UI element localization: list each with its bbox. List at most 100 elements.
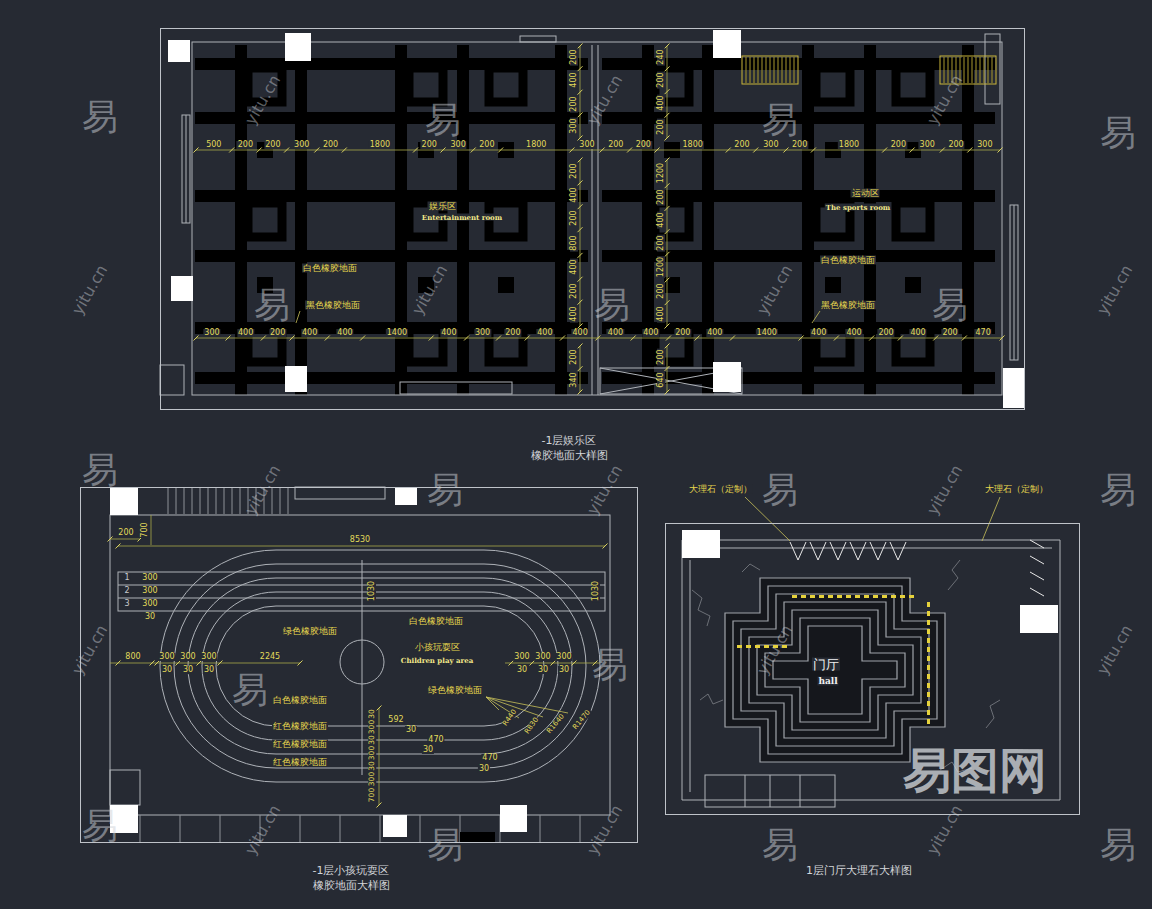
inlay-mark bbox=[891, 595, 896, 598]
dimension-text: 30 bbox=[405, 726, 417, 734]
dimension-tick bbox=[753, 148, 758, 153]
wall-lines bbox=[598, 45, 599, 395]
drawing-panel: -1层小孩玩耍区橡胶地面大样图 bbox=[80, 487, 638, 843]
dimension-tick bbox=[655, 148, 660, 153]
hatch-line bbox=[272, 488, 273, 514]
dimension-tick bbox=[578, 277, 583, 282]
black-band bbox=[555, 45, 567, 395]
hatch-line bbox=[200, 488, 201, 514]
maze-ring bbox=[765, 618, 905, 722]
dimension-tick bbox=[578, 90, 583, 95]
dimension-text: 30 bbox=[537, 666, 549, 674]
room-name-en: Entertainment room bbox=[421, 214, 503, 221]
dimension-tick bbox=[595, 336, 600, 341]
dimension-tick bbox=[176, 661, 181, 666]
hatch-line bbox=[972, 57, 973, 83]
inlay-mark bbox=[927, 656, 930, 661]
dimension-tick bbox=[261, 336, 266, 341]
dimension-text: 200 bbox=[657, 349, 665, 366]
dimension-tick bbox=[593, 661, 598, 666]
marble-trim bbox=[790, 542, 906, 560]
watermark: 易 bbox=[427, 472, 463, 508]
black-square bbox=[816, 328, 850, 362]
radius-text: R440 bbox=[501, 708, 518, 729]
material-label: 绿色橡胶地面 bbox=[282, 627, 338, 636]
dimension-text: 30 bbox=[368, 760, 376, 772]
dimension-text: 240 bbox=[657, 49, 665, 66]
dimension-text: 30 bbox=[368, 734, 376, 746]
dimension-tick bbox=[665, 252, 670, 257]
column-blocks bbox=[1020, 605, 1058, 633]
material-label: 白色橡胶地面 bbox=[820, 256, 876, 265]
dimension-line bbox=[151, 515, 152, 545]
watermark: 易 bbox=[254, 287, 290, 323]
inlay-mark bbox=[927, 647, 930, 652]
dimension-tick bbox=[811, 148, 816, 153]
dimension-line bbox=[110, 663, 300, 664]
dimension-text: 200 bbox=[635, 141, 652, 149]
wall-lines bbox=[1014, 205, 1015, 360]
dimension-tick bbox=[665, 113, 670, 118]
inlay-mark bbox=[927, 620, 930, 625]
hatch-line bbox=[948, 57, 949, 83]
dimension-text: 1200 bbox=[657, 256, 665, 278]
watermark: yitu.cn bbox=[242, 802, 283, 857]
wall-lines bbox=[202, 592, 558, 740]
dimension-text: 200 bbox=[117, 529, 134, 537]
dimension-text: 1800 bbox=[369, 141, 391, 149]
wall-lines bbox=[188, 578, 572, 754]
inlay-mark bbox=[828, 595, 833, 598]
dimension-tick bbox=[578, 180, 583, 185]
dimension-text: 200 bbox=[657, 283, 665, 300]
hatch-line bbox=[216, 488, 217, 514]
dimension-tick bbox=[150, 661, 155, 666]
black-band bbox=[602, 250, 995, 262]
leader-line bbox=[486, 697, 543, 717]
dimension-tick bbox=[882, 148, 887, 153]
inlay-mark bbox=[927, 611, 930, 616]
dimension-tick bbox=[600, 148, 605, 153]
column-blocks bbox=[383, 815, 407, 837]
marble-trim bbox=[1030, 540, 1044, 596]
dimension-text: 200 bbox=[269, 329, 286, 337]
dimension-tick bbox=[998, 148, 1003, 153]
column-blocks bbox=[110, 30, 1058, 837]
dimension-text: 400 bbox=[572, 329, 589, 337]
hatch-line bbox=[992, 57, 993, 83]
watermark: 易 bbox=[762, 827, 798, 863]
dimension-text: 400 bbox=[706, 329, 723, 337]
inlay-mark bbox=[819, 595, 824, 598]
inlay-mark bbox=[927, 665, 930, 670]
black-square bbox=[489, 328, 523, 362]
black-square bbox=[896, 203, 930, 237]
hatch-line bbox=[256, 488, 257, 514]
black-square bbox=[825, 277, 841, 293]
dimension-text: 300 bbox=[919, 141, 936, 149]
hatch-line bbox=[762, 57, 763, 83]
wall-lines bbox=[340, 640, 384, 684]
material-label: 大理石（定制） bbox=[688, 485, 753, 494]
watermark: yitu.cn bbox=[924, 802, 965, 857]
hatch-line bbox=[288, 488, 289, 514]
dimension-text: 30 bbox=[144, 613, 156, 621]
wall-lines bbox=[182, 115, 190, 223]
black-square bbox=[418, 277, 434, 293]
watermark: yitu.cn bbox=[584, 72, 625, 127]
inlay-mark bbox=[927, 692, 930, 697]
maze-ring bbox=[749, 602, 921, 738]
dimension-text: 1400 bbox=[386, 329, 408, 337]
lane-number: 2 bbox=[123, 587, 130, 595]
wall-lines bbox=[160, 365, 184, 395]
hatch-line bbox=[540, 815, 541, 842]
material-label: 红色橡胶地面 bbox=[272, 740, 328, 749]
hatch-line bbox=[176, 488, 177, 514]
hatch-line bbox=[778, 57, 779, 83]
black-band bbox=[864, 45, 876, 395]
dimension-tick bbox=[631, 336, 636, 341]
dimension-text: 1030 bbox=[592, 580, 600, 602]
dimension-text: 200 bbox=[570, 282, 578, 299]
black-block bbox=[460, 832, 495, 843]
dimension-text: 300 bbox=[368, 745, 376, 761]
dimension-text: 700 bbox=[368, 787, 376, 803]
dimension-tick bbox=[665, 324, 670, 329]
